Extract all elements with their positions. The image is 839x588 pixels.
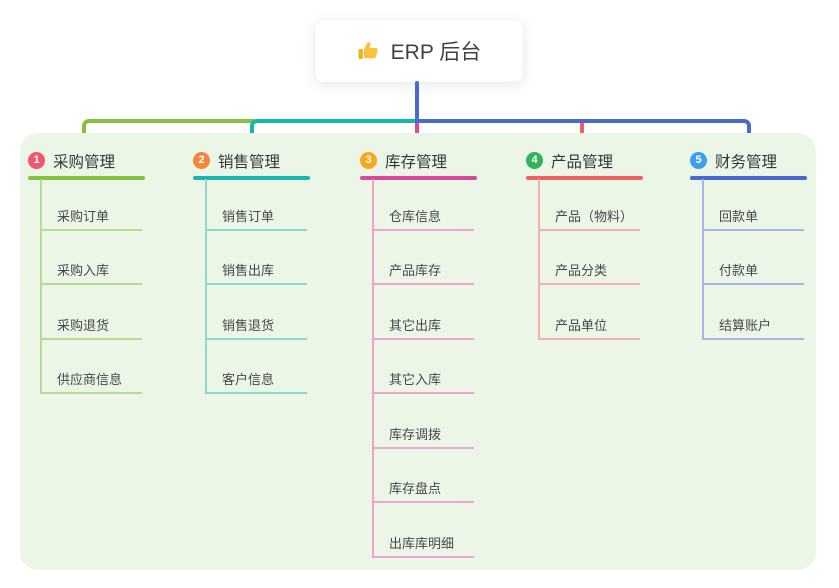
child-node-payment-order[interactable]: 付款单 <box>702 254 804 285</box>
child-label: 供应商信息 <box>57 372 123 387</box>
child-node-purchase-return[interactable]: 采购退货 <box>40 309 142 340</box>
branch-trunk-line <box>40 179 42 394</box>
child-label: 产品分类 <box>555 263 608 278</box>
branch-underline <box>28 176 145 180</box>
child-node-product-stock[interactable]: 产品库存 <box>372 254 474 285</box>
child-label: 出库库明细 <box>389 536 455 551</box>
child-label: 产品（物料） <box>555 209 634 224</box>
branch-trunk-line <box>205 179 207 394</box>
child-node-outbound-detail[interactable]: 出库库明细 <box>372 527 474 558</box>
root-title: ERP 后台 <box>390 41 482 64</box>
child-label: 采购订单 <box>57 209 110 224</box>
child-node-customer-info[interactable]: 客户信息 <box>205 363 307 394</box>
child-node-product-unit[interactable]: 产品单位 <box>538 309 640 340</box>
child-label: 仓库信息 <box>389 209 442 224</box>
branch-trunk-line <box>372 179 374 558</box>
child-node-other-inbound[interactable]: 其它入库 <box>372 363 474 394</box>
root-node-erp-backend[interactable]: ERP 后台 <box>315 20 523 82</box>
child-label: 采购入库 <box>57 263 110 278</box>
child-node-other-outbound[interactable]: 其它出库 <box>372 309 474 340</box>
child-node-warehouse-info[interactable]: 仓库信息 <box>372 200 474 231</box>
branch-product-management: 4 产品管理 产品（物料） 产品分类 产品单位 <box>526 149 661 340</box>
child-node-product-material[interactable]: 产品（物料） <box>538 200 640 231</box>
branch-number-badge: 5 <box>690 152 707 169</box>
branch-underline <box>193 176 310 180</box>
child-label: 产品库存 <box>389 263 442 278</box>
child-label: 销售订单 <box>222 209 275 224</box>
thumbs-up-icon <box>357 39 381 63</box>
child-node-stock-taking[interactable]: 库存盘点 <box>372 472 474 503</box>
branch-header-inventory[interactable]: 3 库存管理 <box>360 149 495 172</box>
child-label: 结算账户 <box>719 318 772 333</box>
branch-title: 销售管理 <box>218 153 281 171</box>
child-node-sales-order[interactable]: 销售订单 <box>205 200 307 231</box>
child-label: 采购退货 <box>57 318 110 333</box>
child-label: 其它出库 <box>389 318 442 333</box>
branch-purchase-management: 1 采购管理 采购订单 采购入库 采购退货 供应商信息 <box>28 149 163 394</box>
branch-title: 财务管理 <box>715 153 778 171</box>
connector-root-vertical <box>415 81 419 120</box>
child-node-product-category[interactable]: 产品分类 <box>538 254 640 285</box>
branch-title: 库存管理 <box>385 153 448 171</box>
branch-underline <box>360 176 477 180</box>
child-node-sales-return[interactable]: 销售退货 <box>205 309 307 340</box>
branch-header-product[interactable]: 4 产品管理 <box>526 149 661 172</box>
child-label: 其它入库 <box>389 372 442 387</box>
branch-finance-management: 5 财务管理 回款单 付款单 结算账户 <box>690 149 825 340</box>
branch-header-sales[interactable]: 2 销售管理 <box>193 149 328 172</box>
branch-underline <box>526 176 643 180</box>
child-node-purchase-inbound[interactable]: 采购入库 <box>40 254 142 285</box>
branch-number-badge: 3 <box>360 152 377 169</box>
branch-header-finance[interactable]: 5 财务管理 <box>690 149 825 172</box>
child-label: 库存调拨 <box>389 427 442 442</box>
branch-title: 产品管理 <box>551 153 614 171</box>
branch-trunk-line <box>702 179 704 340</box>
child-label: 客户信息 <box>222 372 275 387</box>
child-label: 产品单位 <box>555 318 608 333</box>
child-label: 销售出库 <box>222 263 275 278</box>
child-node-settlement-account[interactable]: 结算账户 <box>702 309 804 340</box>
branch-number-badge: 4 <box>526 152 543 169</box>
branch-number-badge: 2 <box>193 152 210 169</box>
branch-header-purchase[interactable]: 1 采购管理 <box>28 149 163 172</box>
child-node-receipt-order[interactable]: 回款单 <box>702 200 804 231</box>
child-node-stock-transfer[interactable]: 库存调拨 <box>372 418 474 449</box>
branch-inventory-management: 3 库存管理 仓库信息 产品库存 其它出库 其它入库 库存调拨 库存盘点 出库库… <box>360 149 495 558</box>
child-node-sales-outbound[interactable]: 销售出库 <box>205 254 307 285</box>
branches-panel <box>20 133 816 570</box>
child-node-purchase-order[interactable]: 采购订单 <box>40 200 142 231</box>
branch-number-badge: 1 <box>28 152 45 169</box>
child-label: 销售退货 <box>222 318 275 333</box>
child-label: 库存盘点 <box>389 481 442 496</box>
branch-sales-management: 2 销售管理 销售订单 销售出库 销售退货 客户信息 <box>193 149 328 394</box>
branch-trunk-line <box>538 179 540 340</box>
child-label: 付款单 <box>719 263 759 278</box>
branch-underline <box>690 176 807 180</box>
branch-title: 采购管理 <box>53 153 116 171</box>
child-label: 回款单 <box>719 209 759 224</box>
child-node-supplier-info[interactable]: 供应商信息 <box>40 363 142 394</box>
